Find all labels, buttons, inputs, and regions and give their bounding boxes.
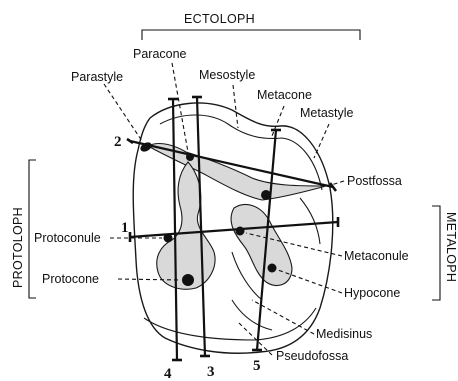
protocone-dot bbox=[182, 274, 194, 286]
metacone-label: Metacone bbox=[257, 88, 312, 102]
axis-number-3: 3 bbox=[207, 364, 215, 380]
hypocone-label: Hypocone bbox=[344, 286, 400, 300]
pseudofossa-label: Pseudofossa bbox=[276, 349, 348, 363]
metastyle-leader bbox=[314, 124, 329, 158]
metastyle-label: Metastyle bbox=[300, 106, 354, 120]
protoconule-label: Protoconule bbox=[34, 231, 101, 245]
medisinus-label: Medisinus bbox=[316, 327, 372, 341]
paracone-label: Paracone bbox=[133, 47, 187, 61]
metaloph-label: METALOPH bbox=[444, 212, 458, 282]
protoloph-bracket bbox=[29, 160, 36, 298]
mesostyle-label: Mesostyle bbox=[199, 68, 255, 82]
postfossa-label: Postfossa bbox=[347, 174, 402, 188]
ectoloph-bracket bbox=[142, 30, 360, 40]
protoloph-label: PROTOLOPH bbox=[11, 207, 25, 288]
metaloph-bracket bbox=[432, 206, 440, 300]
axis-tick bbox=[127, 139, 133, 143]
metaconule-label: Metaconule bbox=[344, 249, 409, 263]
ectoloph-label: ECTOLOPH bbox=[184, 12, 255, 26]
axis-number-1: 1 bbox=[121, 220, 129, 236]
axis-number-4: 4 bbox=[164, 366, 172, 381]
protocone-label: Protocone bbox=[42, 272, 99, 286]
axis-number-2: 2 bbox=[114, 134, 122, 150]
parastyle-leader bbox=[104, 84, 142, 141]
axis-number-5: 5 bbox=[253, 358, 261, 374]
parastyle-label: Parastyle bbox=[71, 70, 123, 84]
hypocone-dot bbox=[268, 264, 277, 273]
